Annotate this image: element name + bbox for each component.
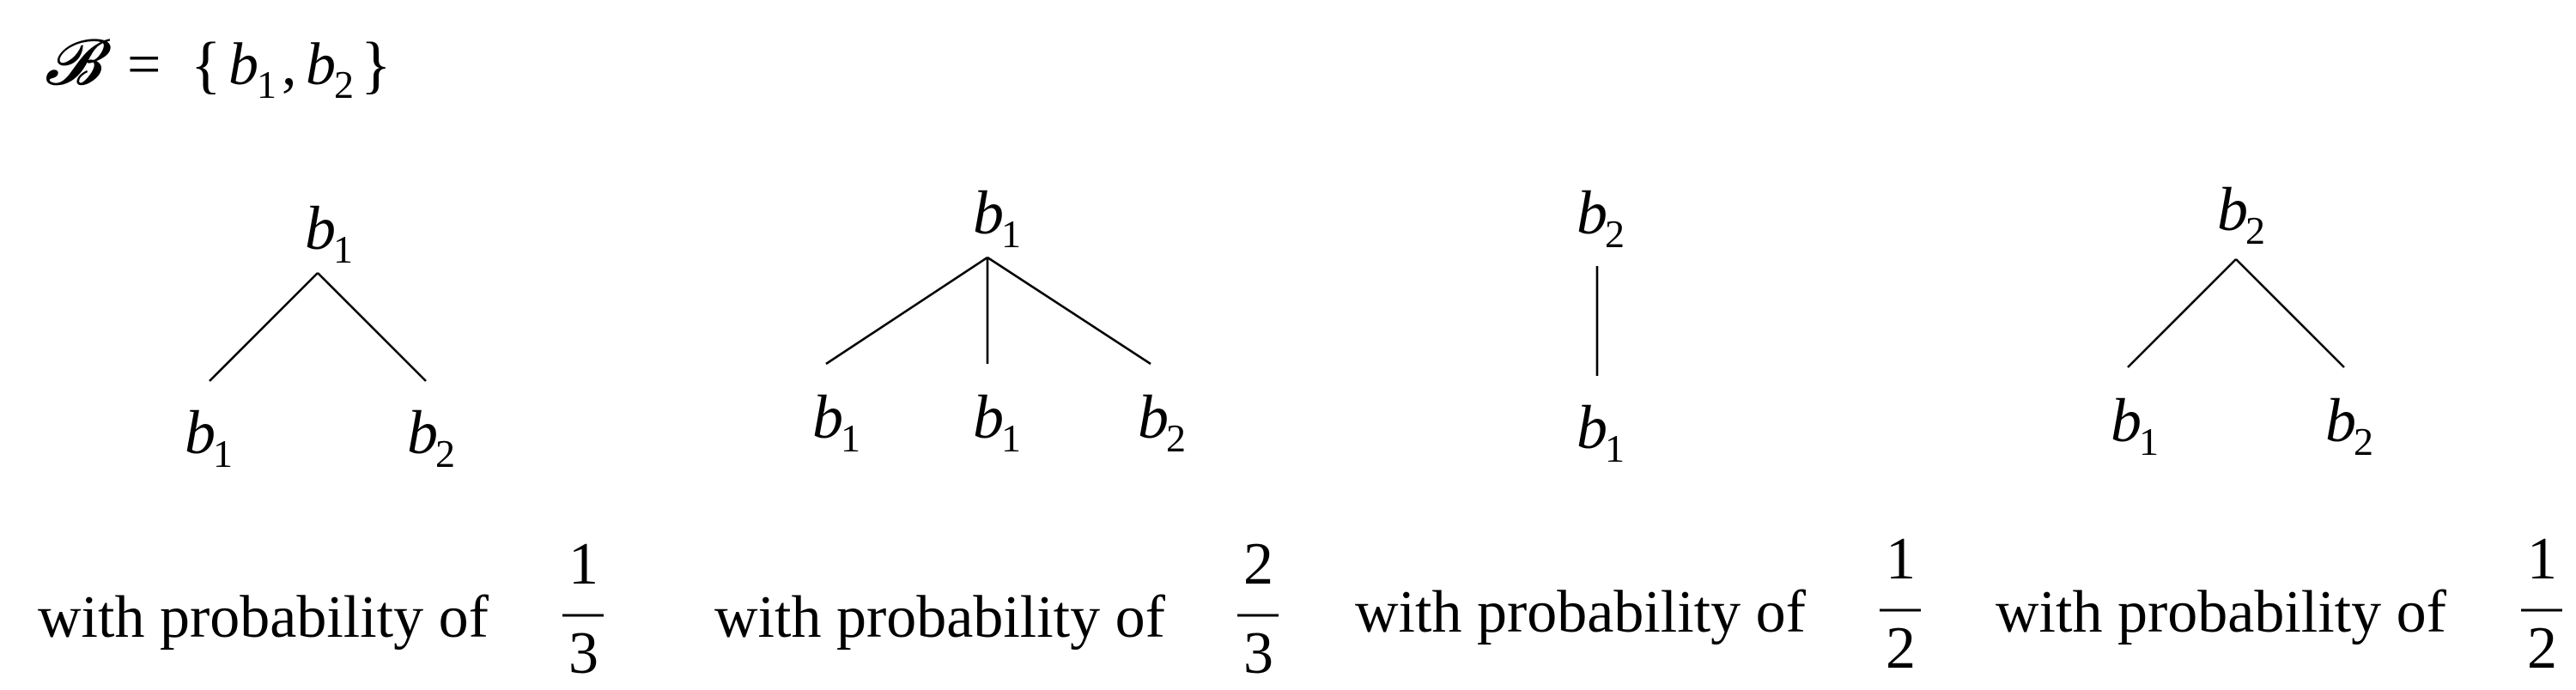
tree-4-denominator: 2: [2527, 615, 2557, 681]
tree-1-caption-text: with probability of: [38, 584, 489, 651]
tree-3: b 2 b 1 with probability of 1 2: [1355, 179, 1921, 681]
svg-text:2: 2: [2245, 209, 2265, 252]
svg-text:b: b: [305, 194, 336, 263]
tree-2-edge-right: [987, 256, 1151, 366]
svg-text:2: 2: [1605, 212, 1625, 256]
svg-text:1: 1: [2139, 420, 2159, 463]
svg-text:b: b: [2325, 386, 2356, 455]
tree-3-child-1: b 1: [1577, 393, 1625, 470]
tree-4-edge-left: [2127, 258, 2237, 368]
svg-text:1: 1: [333, 227, 353, 271]
tree-2-child-3: b 2: [1138, 383, 1186, 460]
tree-4-numerator: 1: [2527, 526, 2557, 592]
tree-3-root-node: b 2: [1577, 179, 1625, 256]
set-comma: ,: [282, 32, 297, 98]
tree-2-caption-text: with probability of: [714, 584, 1166, 651]
svg-text:b: b: [1138, 383, 1169, 451]
set-element-1-sub: 1: [257, 63, 276, 106]
tree-3-denominator: 2: [1886, 615, 1916, 681]
tree-2-child-1: b 1: [812, 383, 860, 460]
tree-3-caption-text: with probability of: [1355, 579, 1807, 645]
svg-text:1: 1: [1001, 212, 1021, 256]
set-element-2-sub: 2: [334, 63, 354, 106]
tree-1-child-2: b 2: [407, 398, 455, 475]
svg-text:2: 2: [1166, 416, 1186, 460]
set-symbol: 𝓑: [45, 28, 112, 99]
svg-text:1: 1: [1605, 427, 1625, 470]
svg-text:b: b: [2111, 386, 2142, 455]
tree-4-child-1: b 1: [2111, 386, 2159, 463]
svg-text:b: b: [1577, 179, 1607, 247]
tree-1-child-1: b 1: [185, 398, 233, 475]
set-element-1-var: b: [228, 32, 258, 98]
close-brace: }: [361, 30, 392, 100]
svg-text:b: b: [973, 383, 1004, 451]
tree-2-numerator: 2: [1243, 531, 1273, 597]
set-element-2-var: b: [306, 32, 336, 98]
svg-text:1: 1: [213, 432, 233, 475]
tree-3-numerator: 1: [1886, 526, 1916, 592]
tree-2-root-node: b 1: [973, 179, 1021, 256]
svg-text:b: b: [2217, 175, 2248, 244]
tree-4-caption: with probability of 1 2: [1996, 526, 2562, 681]
tree-4-child-2: b 2: [2325, 386, 2373, 463]
tree-1: b 1 b 1 b 2 with probability of 1 3: [38, 194, 604, 687]
tree-1-denominator: 3: [568, 620, 598, 687]
svg-text:b: b: [1577, 393, 1607, 462]
tree-1-edge-right: [317, 272, 427, 382]
tree-2: b 1 b 1 b 1 b 2 with probability of 2 3: [714, 179, 1279, 687]
tree-1-caption: with probability of 1 3: [38, 531, 604, 687]
tree-4-root-node: b 2: [2217, 175, 2265, 252]
tree-4-edge-right: [2235, 258, 2345, 368]
tree-2-child-2: b 1: [973, 383, 1021, 460]
svg-text:1: 1: [841, 416, 860, 460]
tree-2-edge-left: [825, 256, 988, 366]
svg-text:b: b: [812, 383, 843, 451]
svg-text:b: b: [185, 398, 216, 467]
tree-4: b 2 b 1 b 2 with probability of 1 2: [1996, 175, 2562, 681]
tree-3-caption: with probability of 1 2: [1355, 526, 1921, 681]
tree-1-edge-left: [209, 272, 319, 382]
svg-text:2: 2: [2354, 420, 2373, 463]
svg-text:2: 2: [435, 432, 455, 475]
tree-4-caption-text: with probability of: [1996, 579, 2447, 645]
open-brace: {: [191, 30, 222, 100]
svg-text:1: 1: [1001, 416, 1021, 460]
tree-1-root-node: b 1: [305, 194, 353, 271]
tree-2-caption: with probability of 2 3: [714, 531, 1279, 687]
equals-sign: =: [127, 32, 161, 98]
tree-1-numerator: 1: [568, 531, 598, 597]
svg-text:b: b: [407, 398, 438, 467]
set-definition: 𝓑 = { b 1 , b 2 }: [45, 28, 392, 106]
svg-text:b: b: [973, 179, 1004, 247]
tree-2-denominator: 3: [1243, 620, 1273, 687]
